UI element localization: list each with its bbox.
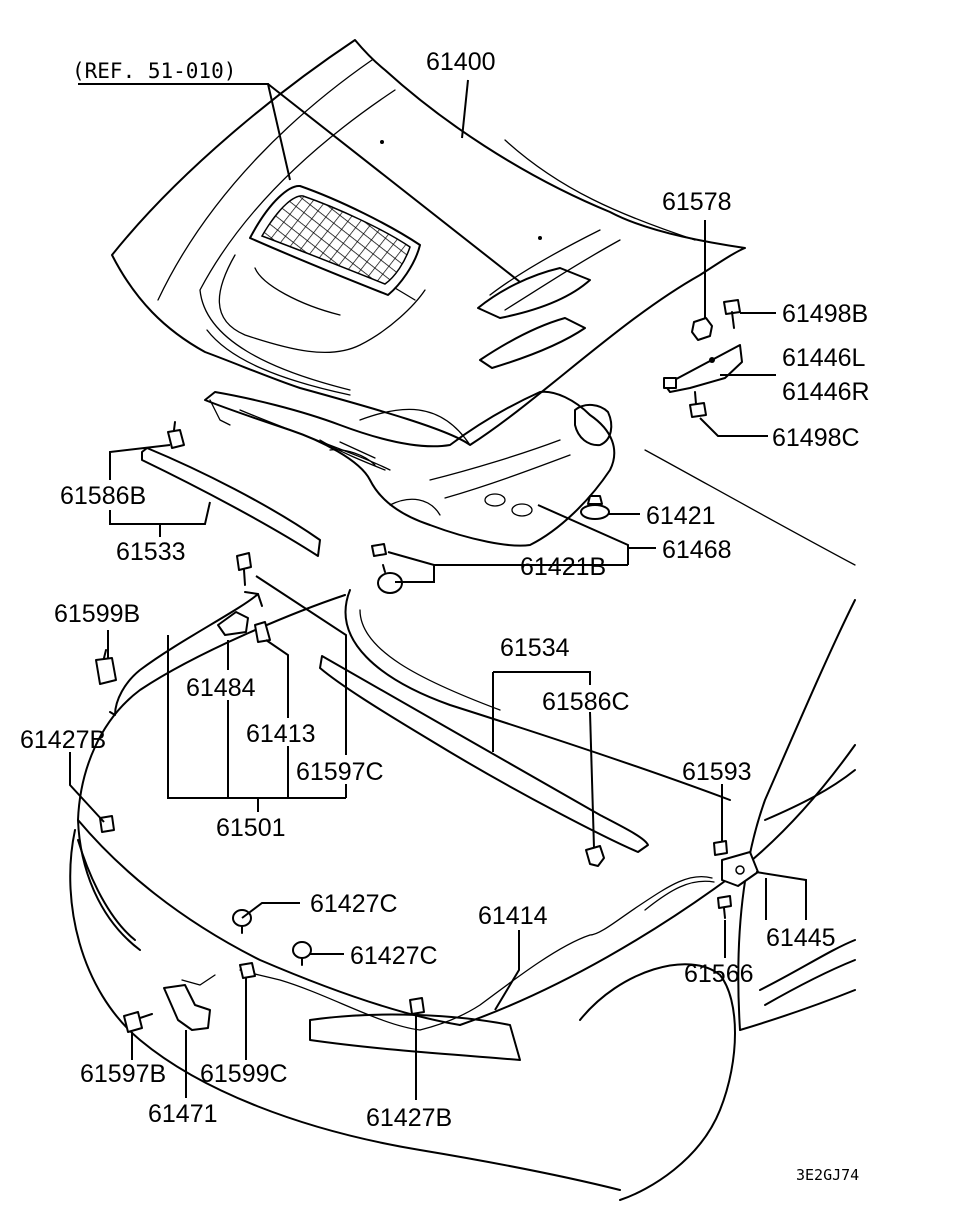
stay-holder-61484 [217, 611, 249, 636]
label-61593: 61593 [682, 758, 752, 786]
bumper-61427C-b [292, 941, 312, 966]
bumper-61421 [580, 495, 610, 520]
label-61421: 61421 [646, 502, 716, 530]
label-61533: 61533 [116, 538, 186, 566]
seal-61534 [319, 655, 649, 853]
clip-61599B [95, 649, 117, 685]
bolt-61498C [689, 391, 707, 418]
seal-61533 [141, 447, 321, 557]
hood-lock-61471 [163, 974, 216, 1031]
part-labels: (REF. 51-010) 61400 61578 61498B 61446L … [20, 48, 870, 1184]
bolt-61498B [723, 299, 741, 329]
label-61498B: 61498B [782, 300, 868, 328]
label-61597C: 61597C [296, 758, 384, 786]
label-61586C: 61586C [542, 688, 630, 716]
drawing-code: 3E2GJ74 [796, 1166, 859, 1184]
label-61566: 61566 [684, 960, 754, 988]
grommet-61413 [254, 621, 271, 643]
hood-insulator [204, 390, 616, 547]
label-61534: 61534 [500, 634, 570, 662]
label-61400: 61400 [426, 48, 496, 76]
label-61484: 61484 [186, 674, 256, 702]
label-61599C: 61599C [200, 1060, 288, 1088]
label-61578: 61578 [662, 188, 732, 216]
label-61445: 61445 [766, 924, 836, 952]
label-61501: 61501 [216, 814, 286, 842]
clip-61593 [713, 840, 728, 856]
hood-hinge [663, 344, 743, 393]
label-61427C-b: 61427C [350, 942, 438, 970]
clip-61586C [585, 845, 605, 867]
hood-scoop-mesh [260, 195, 411, 285]
label-61413: 61413 [246, 720, 316, 748]
nut-61578 [691, 317, 713, 341]
reference-note: (REF. 51-010) [72, 59, 236, 83]
label-61446L: 61446L [782, 344, 866, 372]
label-61414: 61414 [478, 902, 548, 930]
label-61427B-top: 61427B [20, 726, 106, 754]
leader-lines [69, 79, 807, 1100]
label-61599B: 61599B [54, 600, 140, 628]
label-61427B-bottom: 61427B [366, 1104, 452, 1132]
bolt-61566 [717, 895, 732, 919]
label-61446R: 61446R [782, 378, 870, 406]
label-61421B: 61421B [520, 553, 606, 581]
bumper-61421B [371, 543, 403, 594]
clip-61586B [167, 421, 185, 449]
bolt-61597C [236, 552, 252, 586]
label-61471: 61471 [148, 1100, 218, 1128]
bumper-61427B-bottom [409, 997, 425, 1015]
bumper-61427B-top [99, 815, 115, 833]
bolt-61597B [123, 1011, 153, 1033]
label-61468: 61468 [662, 536, 732, 564]
label-61498C: 61498C [772, 424, 860, 452]
hood-latch-61445 [721, 851, 759, 887]
label-61586B: 61586B [60, 482, 146, 510]
hood-stay-rod [109, 591, 263, 716]
hood-panel [111, 39, 746, 446]
label-61427C-a: 61427C [310, 890, 398, 918]
clip-61599C [239, 962, 256, 979]
vehicle-body-outline [69, 449, 856, 1201]
label-61597B: 61597B [80, 1060, 166, 1088]
